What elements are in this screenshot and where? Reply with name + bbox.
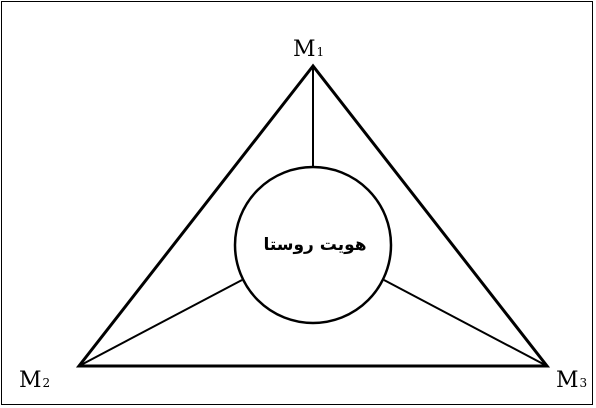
- outer-triangle: [75, 63, 551, 368]
- vertex-letter: M: [556, 368, 579, 393]
- vertex-label-m3: M3: [556, 370, 587, 392]
- center-label: هویت روستا: [263, 235, 367, 255]
- vertex-index: 2: [42, 376, 51, 390]
- vertex-label-m2: M2: [19, 370, 50, 392]
- connector-m2: [78, 279, 243, 367]
- vertex-index: 3: [579, 376, 588, 390]
- vertex-letter: M: [293, 37, 316, 62]
- center-circle: [233, 165, 393, 325]
- vertex-letter: M: [19, 368, 42, 393]
- vertex-index: 1: [316, 45, 325, 59]
- connector-m3: [383, 279, 548, 367]
- vertex-label-m1: M1: [293, 39, 324, 61]
